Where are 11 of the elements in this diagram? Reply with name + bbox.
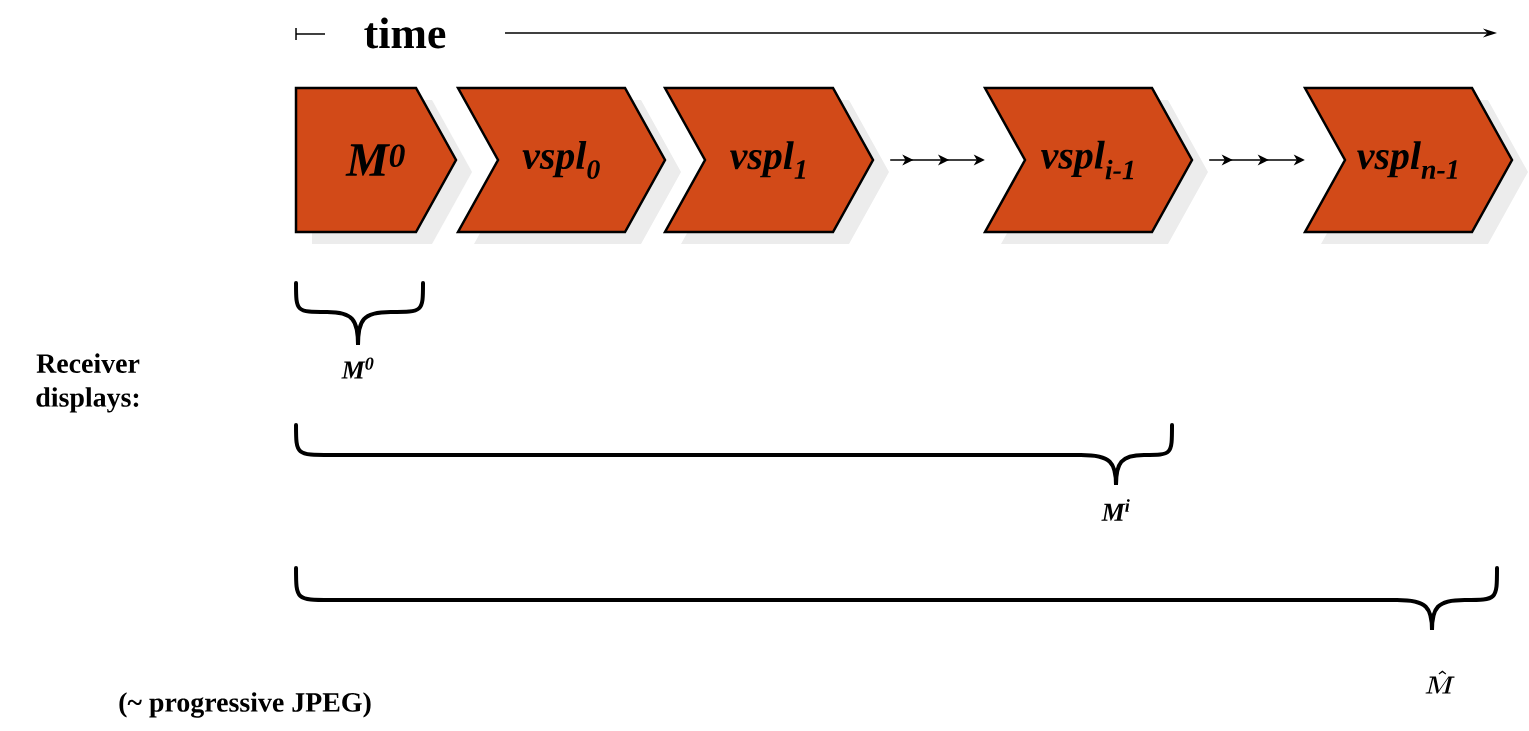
brace-label: M$^{0}$ [341,357,374,379]
process-step: vspl$_{i-1}$ [982,86,1208,244]
formula-label: $\hat{M}$ [1425,670,1455,694]
brace-label: M$^{i}$ [1101,499,1130,521]
row-label: Receiver displays: [36,353,140,413]
process-step: vspl$_{n-1}$ [1302,86,1528,244]
note: (~ progressive JPEG) [119,692,371,718]
process-step: vspl$_{1}$ [662,86,889,244]
process-step: M$^{0}$ [294,86,472,244]
axis-label: time [364,17,446,49]
process-step: vspl$_{0}$ [455,86,681,244]
